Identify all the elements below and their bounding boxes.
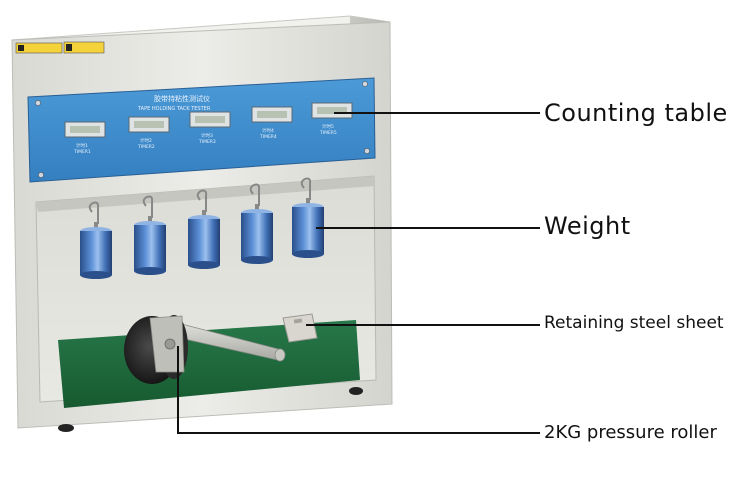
svg-text:计时3: 计时3 (201, 132, 213, 139)
weight-2 (134, 195, 166, 275)
svg-text:计时1: 计时1 (76, 142, 88, 149)
weight-1 (80, 201, 112, 279)
leader-pressure-roller (177, 346, 540, 434)
svg-text:计时4: 计时4 (262, 127, 274, 134)
retaining-steel-sheet (282, 313, 318, 343)
svg-text:TIMER5: TIMER5 (319, 130, 337, 136)
weight-5 (292, 177, 324, 258)
svg-text:TIMER3: TIMER3 (198, 139, 216, 145)
timer-display-5: 计时5 TIMER5 (311, 102, 353, 136)
warning-stickers (15, 41, 105, 54)
svg-text:计时2: 计时2 (140, 137, 152, 144)
callout-counting-table: Counting table (544, 99, 728, 127)
svg-text:TIMER1: TIMER1 (73, 149, 91, 155)
timer-display-3: 计时3 TIMER3 (189, 111, 231, 145)
foot-right (349, 387, 363, 395)
control-panel (27, 77, 376, 183)
timer-display-2: 计时2 TIMER2 (128, 116, 170, 150)
foot-left (58, 424, 74, 432)
callout-weight: Weight (544, 212, 631, 240)
panel-screws (35, 81, 370, 178)
chamber-shadow (36, 176, 374, 212)
svg-text:TIMER2: TIMER2 (137, 144, 155, 150)
weight-3 (188, 189, 220, 269)
pressure-roller (124, 315, 286, 384)
callout-pressure-roller: 2KG pressure roller (544, 422, 717, 443)
svg-text:TIMER4: TIMER4 (259, 134, 277, 140)
timer-display-4: 计时4 TIMER4 (251, 106, 293, 140)
panel-title-cn: 胶带持粘性测试仪 (154, 94, 210, 103)
leader-lines (177, 112, 540, 434)
svg-text:计时5: 计时5 (322, 123, 334, 130)
panel-title-en: TAPE HOLDING TACK TESTER (137, 106, 211, 112)
timer-display-1: 计时1 TIMER1 (64, 121, 106, 155)
weight-4 (241, 183, 273, 264)
callout-retaining-steel-sheet: Retaining steel sheet (544, 313, 724, 333)
weights (80, 177, 324, 279)
